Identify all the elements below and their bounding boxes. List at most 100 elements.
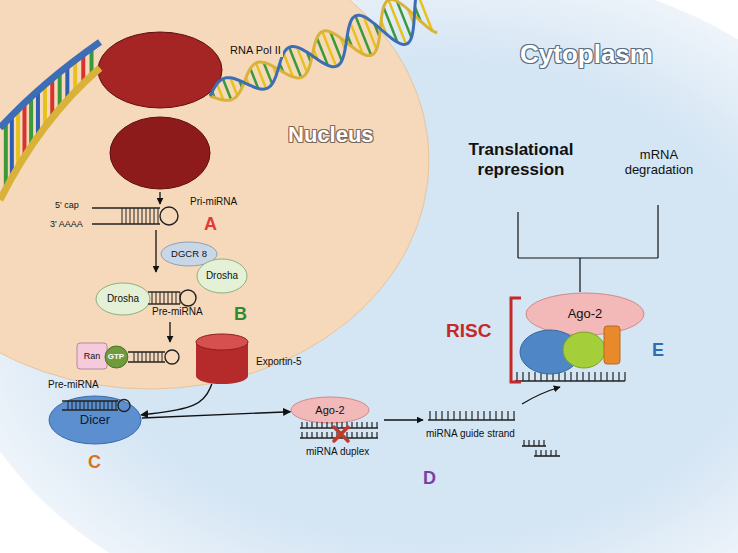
branch-line: [518, 257, 658, 258]
argonaute-protein-shape: [526, 293, 644, 335]
rna-strand: [441, 411, 442, 420]
flow-arrow: [384, 419, 423, 420]
step-letter: D: [423, 468, 436, 489]
complex-label: RISC: [446, 320, 491, 342]
rna-strand: [453, 411, 454, 420]
rna-strand: [72, 401, 73, 410]
rna-strand: [130, 208, 131, 224]
dgcr8-protein: DGCR 8: [160, 241, 218, 267]
protein-label: Ago-2: [568, 307, 603, 322]
rna-strand: [538, 440, 539, 446]
rna-strand: [168, 292, 169, 304]
dicer-enzyme: Dicer: [48, 395, 142, 445]
rna-label: Pri-miRNA: [190, 196, 237, 208]
rna-strand: [122, 208, 123, 224]
rna-polymerase: RNA Pol II: [95, 28, 225, 193]
rna-strand: [523, 440, 524, 446]
ran-protein: Ran: [76, 342, 108, 370]
rna-strand: [134, 208, 135, 224]
rna-strand: [507, 411, 508, 420]
rna-strand: [356, 432, 357, 438]
rna-strand: [154, 352, 155, 362]
drosha-protein-shape: [197, 259, 247, 293]
rna-strand: [351, 422, 352, 428]
rna-strand: [550, 450, 551, 456]
rna-strand: [533, 440, 534, 446]
rna-strand: [146, 208, 147, 224]
rna-strand: [624, 372, 625, 381]
protein-label: RNA Pol II: [228, 44, 283, 57]
rna-strand: [164, 292, 165, 304]
polymerase-subunit: [98, 32, 222, 108]
protein-label: Drosha: [107, 293, 139, 305]
rna-strand: [528, 372, 529, 381]
argonaute-protein-shape: [291, 397, 369, 423]
rna-strand: [600, 372, 601, 381]
rna-strand: [68, 401, 69, 410]
channel-body: [196, 368, 248, 384]
rna-strand: [84, 401, 85, 410]
rna-strand: [489, 411, 490, 420]
branch-line: [517, 212, 518, 258]
rna-strand: [435, 411, 436, 420]
region-label: Nucleus: [288, 122, 374, 147]
molecule-label: GTP: [108, 352, 124, 361]
drosha-protein-shape: [96, 283, 150, 315]
rna-strand: [150, 208, 151, 224]
rna-strand: [146, 352, 147, 362]
strand-end-label: 3' AAAA: [50, 219, 83, 229]
rna-strand: [96, 401, 97, 410]
branch-line: [657, 205, 658, 258]
rna-strand: [540, 450, 541, 456]
protein-label: Drosha: [206, 270, 238, 282]
rna-strand: [361, 432, 362, 438]
rna-strand: [376, 432, 377, 438]
rna-strand: [138, 352, 139, 362]
rna-strand: [555, 450, 556, 456]
rna-strand: [62, 409, 118, 410]
rna-strand: [351, 432, 352, 438]
step-letter: C: [88, 452, 101, 473]
rna-strand: [88, 401, 89, 410]
rna-strand: [513, 411, 514, 420]
nucleus-region: RNA Pol IIDGCR 8DroshaDroshaRanGTPNucleu…: [0, 0, 430, 390]
rna-strand: [447, 411, 448, 420]
rna-strand: [376, 422, 377, 428]
outcome-label: mRNA degradation: [618, 148, 700, 178]
rna-strand: [564, 372, 565, 381]
rna-strand: [346, 432, 347, 438]
rna-strand: [150, 352, 151, 362]
rna-strand: [471, 411, 472, 420]
step-letter: A: [204, 214, 217, 235]
protein-label: DGCR 8: [171, 249, 207, 260]
rna-strand: [618, 372, 619, 381]
rna-strand: [321, 422, 322, 428]
rna-strand: [306, 422, 307, 428]
rna-strand: [336, 422, 337, 428]
rna-label: Pre-miRNA: [48, 379, 99, 391]
drosha-protein: Drosha: [95, 282, 151, 316]
rna-strand: [104, 401, 105, 410]
rna-strand: [158, 352, 159, 362]
dicer-enzyme-shape: [49, 396, 141, 444]
rna-strand: [112, 401, 113, 410]
rna-strand: [306, 432, 307, 438]
rna-strand: [356, 422, 357, 428]
outcome-label: Translational repression: [456, 140, 586, 179]
rna-strand: [545, 450, 546, 456]
step-letter: B: [234, 304, 247, 325]
rna-strand: [361, 422, 362, 428]
rna-strand: [341, 422, 342, 428]
dna-base-pair: [4, 122, 8, 189]
rna-strand: [477, 411, 478, 420]
rna-strand: [570, 372, 571, 381]
step-letter: E: [652, 340, 664, 361]
rna-strand: [160, 292, 161, 304]
strand-end-label: 5' cap: [55, 200, 79, 210]
protein-label: Dicer: [80, 413, 110, 428]
region-label: Cytoplasm: [520, 40, 653, 70]
rna-strand: [311, 432, 312, 438]
